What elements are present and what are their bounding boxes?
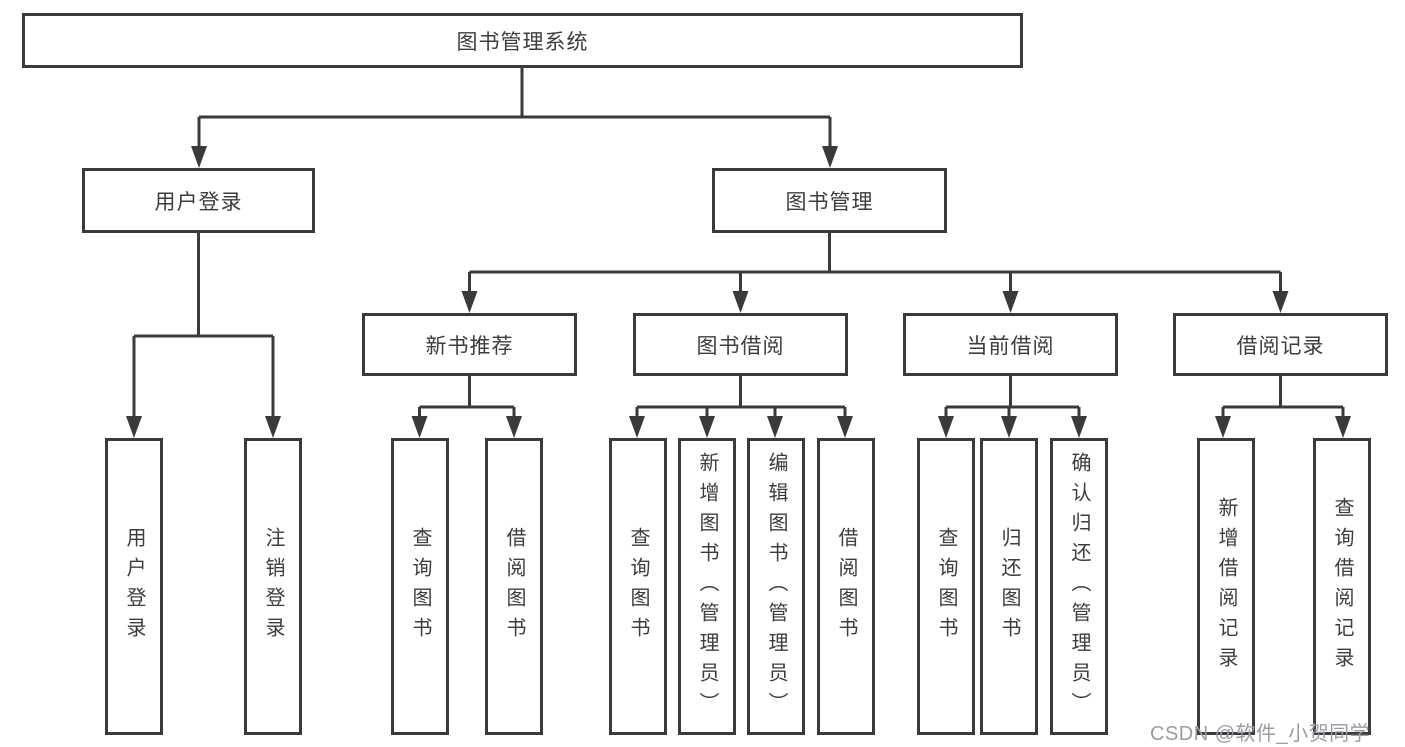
node-current-borrow: 当前借阅 bbox=[903, 313, 1118, 376]
csdn-watermark: CSDN @软件_小贺同学 bbox=[1150, 723, 1371, 745]
node-leaf-bb-edit-books-admin: 编辑图书（管理员） bbox=[747, 438, 805, 735]
node-leaf-br-query-record: 查询借阅记录 bbox=[1313, 438, 1371, 735]
node-label: 查询图书 bbox=[935, 526, 957, 647]
node-borrow-record: 借阅记录 bbox=[1173, 313, 1388, 376]
node-label: 图书管理系统 bbox=[456, 30, 589, 54]
node-label: 查询借阅记录 bbox=[1331, 496, 1353, 677]
node-label: 新增图书（管理员） bbox=[696, 451, 718, 722]
node-label: 借阅图书 bbox=[835, 526, 857, 647]
node-label: 图书借阅 bbox=[696, 334, 785, 358]
node-label: 图书管理 bbox=[785, 190, 874, 214]
node-label: 新书推荐 bbox=[425, 334, 514, 358]
node-root-system: 图书管理系统 bbox=[22, 13, 1023, 68]
node-label: 新增借阅记录 bbox=[1215, 496, 1237, 677]
node-label: 用户登录 bbox=[123, 526, 145, 647]
node-leaf-nbr-query-books: 查询图书 bbox=[391, 438, 449, 735]
node-leaf-bb-borrow-books: 借阅图书 bbox=[817, 438, 875, 735]
node-leaf-nbr-borrow-books: 借阅图书 bbox=[485, 438, 543, 735]
node-label: 确认归还（管理员） bbox=[1068, 451, 1090, 722]
node-book-management: 图书管理 bbox=[712, 168, 947, 233]
connector-current-borrow-group bbox=[944, 376, 1081, 422]
node-leaf-cb-query-books: 查询图书 bbox=[917, 438, 975, 735]
node-leaf-bb-query-books: 查询图书 bbox=[609, 438, 667, 735]
connector-user-login-group bbox=[132, 233, 275, 422]
node-label: 借阅记录 bbox=[1236, 334, 1325, 358]
connector-borrow-record-group bbox=[1221, 376, 1345, 422]
connector-root-to-level2 bbox=[197, 68, 832, 152]
node-label: 注销登录 bbox=[262, 526, 284, 647]
node-label: 用户登录 bbox=[154, 190, 243, 214]
node-leaf-logout: 注销登录 bbox=[244, 438, 302, 735]
node-label: 查询图书 bbox=[409, 526, 431, 647]
node-label: 归还图书 bbox=[998, 526, 1020, 647]
connector-book-mgmt-to-level3 bbox=[468, 233, 1282, 297]
connector-book-borrow-group bbox=[635, 376, 847, 422]
node-label: 借阅图书 bbox=[503, 526, 525, 647]
node-book-borrow: 图书借阅 bbox=[633, 313, 848, 376]
node-user-login: 用户登录 bbox=[82, 168, 315, 233]
node-leaf-br-add-record: 新增借阅记录 bbox=[1197, 438, 1255, 735]
node-leaf-cb-confirm-return-admin: 确认归还（管理员） bbox=[1050, 438, 1108, 735]
node-label: 当前借阅 bbox=[966, 334, 1055, 358]
node-leaf-bb-add-books-admin: 新增图书（管理员） bbox=[678, 438, 736, 735]
node-label: 查询图书 bbox=[627, 526, 649, 647]
node-leaf-cb-return-books: 归还图书 bbox=[980, 438, 1038, 735]
node-label: 编辑图书（管理员） bbox=[765, 451, 787, 722]
node-leaf-user-login: 用户登录 bbox=[105, 438, 163, 735]
node-new-book-recommend: 新书推荐 bbox=[362, 313, 577, 376]
connector-new-book-recommend-group bbox=[418, 376, 516, 422]
